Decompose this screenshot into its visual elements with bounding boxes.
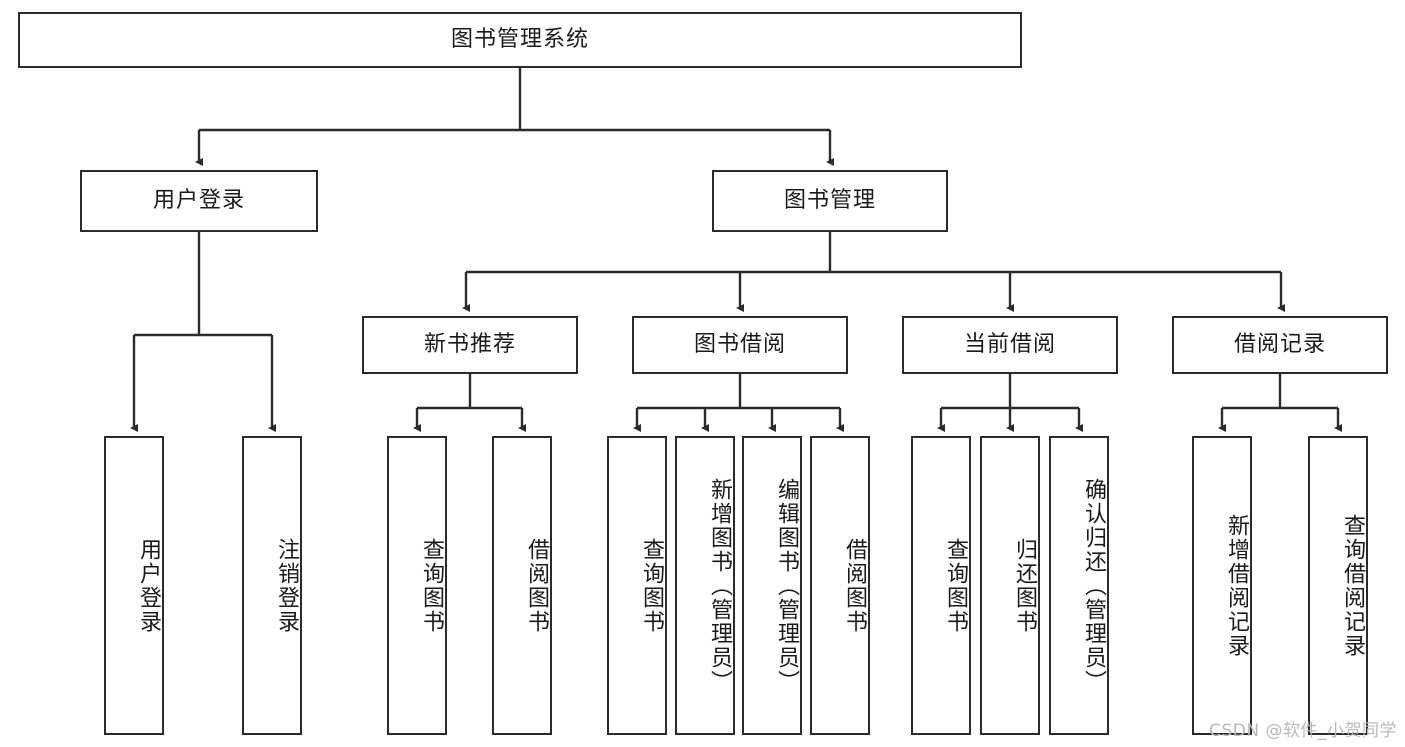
node-label: 查询图书: [943, 537, 968, 634]
leaf-borrow-add-book[interactable]: 新增图书（管理员）: [675, 436, 735, 735]
leaf-user-login-login[interactable]: 用户登录: [104, 436, 164, 735]
node-label: 图书借阅: [693, 331, 786, 357]
node-label: 编辑图书（管理员）: [774, 477, 799, 694]
node-label: 借阅图书: [524, 537, 549, 634]
csdn-watermark: CSDN @软件_小贺同学: [1209, 721, 1397, 741]
leaf-record-query-record[interactable]: 查询借阅记录: [1308, 436, 1368, 735]
leaf-record-add-record[interactable]: 新增借阅记录: [1192, 436, 1252, 735]
node-label: 查询图书: [639, 537, 664, 634]
leaf-recommend-borrow-book[interactable]: 借阅图书: [492, 436, 552, 735]
leaf-recommend-query-book[interactable]: 查询图书: [387, 436, 447, 735]
leaf-current-return-book[interactable]: 归还图书: [980, 436, 1040, 735]
node-current-borrow[interactable]: 当前借阅: [902, 316, 1118, 374]
node-label: 借阅图书: [842, 537, 867, 634]
node-label: 新增借阅记录: [1224, 513, 1249, 658]
node-label: 借阅记录: [1233, 331, 1326, 357]
leaf-borrow-query-book[interactable]: 查询图书: [607, 436, 667, 735]
node-label: 图书管理系统: [450, 26, 589, 52]
node-label: 用户登录: [152, 187, 245, 213]
node-label: 新增图书（管理员）: [707, 477, 732, 694]
node-borrow-record[interactable]: 借阅记录: [1172, 316, 1388, 374]
node-book-management[interactable]: 图书管理: [712, 170, 948, 232]
node-label: 查询图书: [419, 537, 444, 634]
leaf-current-query-book[interactable]: 查询图书: [911, 436, 971, 735]
node-root-system[interactable]: 图书管理系统: [18, 12, 1022, 68]
node-label: 注销登录: [274, 537, 299, 634]
node-label: 图书管理: [783, 187, 876, 213]
node-label: 新书推荐: [423, 331, 516, 357]
node-label: 归还图书: [1012, 537, 1037, 634]
node-new-book-recommend[interactable]: 新书推荐: [362, 316, 578, 374]
leaf-borrow-borrow-book[interactable]: 借阅图书: [810, 436, 870, 735]
node-book-borrow[interactable]: 图书借阅: [632, 316, 848, 374]
node-label: 用户登录: [136, 537, 161, 634]
node-label: 当前借阅: [963, 331, 1056, 357]
leaf-current-confirm-return[interactable]: 确认归还（管理员）: [1049, 436, 1109, 735]
node-label: 查询借阅记录: [1340, 513, 1365, 658]
leaf-user-login-logout[interactable]: 注销登录: [242, 436, 302, 735]
leaf-borrow-edit-book[interactable]: 编辑图书（管理员）: [742, 436, 802, 735]
node-label: 确认归还（管理员）: [1081, 477, 1106, 694]
node-user-login[interactable]: 用户登录: [80, 170, 318, 232]
